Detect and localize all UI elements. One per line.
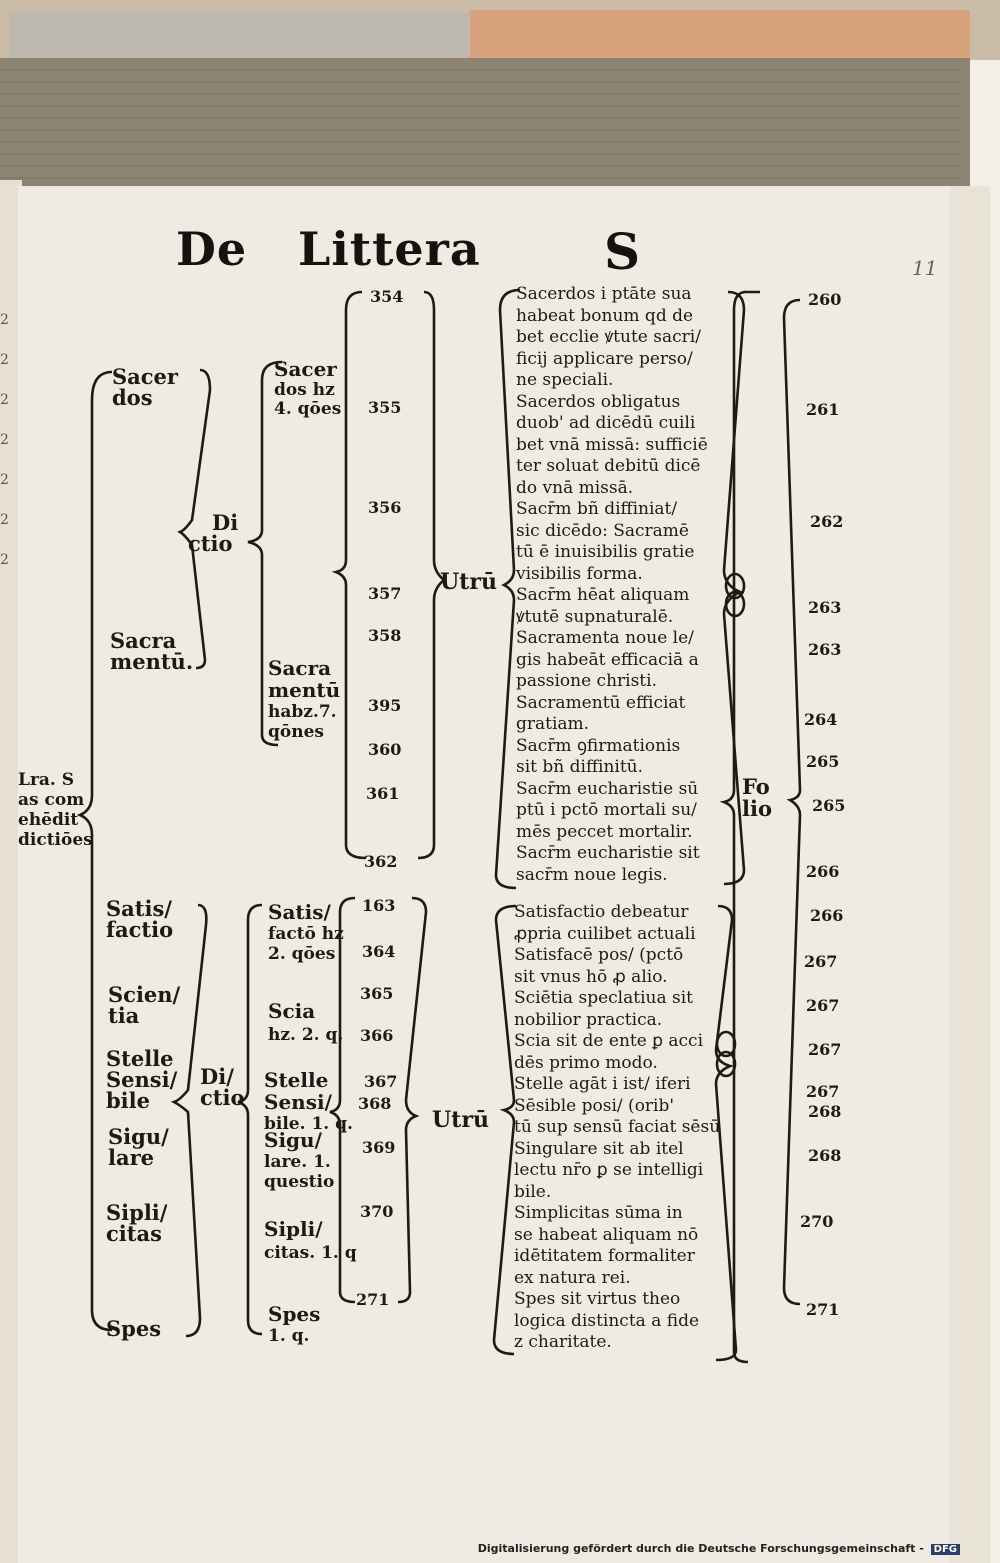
folio-num: 267 — [806, 1082, 840, 1101]
folio-num: 262 — [810, 512, 844, 531]
digitization-footer: Digitalisierung gefördert durch die Deut… — [478, 1542, 960, 1555]
col2-sigulare: Sigu/lare. 1.questio — [264, 1128, 335, 1192]
folio-num: 268 — [808, 1146, 842, 1165]
num-366: 366 — [360, 1026, 394, 1045]
num-369: 369 — [362, 1138, 396, 1157]
folio-num: 264 — [804, 710, 838, 729]
num-395: 395 — [368, 696, 402, 715]
folio-num: 268 — [808, 1102, 842, 1121]
num-356: 356 — [368, 498, 402, 517]
folio-num: 265 — [806, 752, 840, 771]
num-365: 365 — [360, 984, 394, 1003]
num-368: 368 — [358, 1094, 392, 1113]
folio-num: 263 — [808, 640, 842, 659]
dfg-logo: DFG — [930, 1544, 960, 1555]
col1-dictio-lower: Di/ctio — [200, 1064, 245, 1110]
col1-scientia: Scien/tia — [108, 982, 181, 1028]
num-362: 362 — [364, 852, 398, 871]
folio-num: 271 — [806, 1300, 840, 1319]
num-360: 360 — [368, 740, 402, 759]
num-370: 370 — [360, 1202, 394, 1221]
folio-num: 260 — [808, 290, 842, 309]
num-355: 355 — [368, 398, 402, 417]
utrum-upper: Utrū — [440, 569, 497, 595]
margin-folio-mark: 11 — [912, 256, 938, 280]
folio-num: 270 — [800, 1212, 834, 1231]
folio-num: 261 — [806, 400, 840, 419]
folio-num: 267 — [808, 1040, 842, 1059]
num-364: 364 — [362, 942, 396, 961]
col1-siplicitas: Sipli/citas — [106, 1200, 168, 1246]
num-367: 367 — [364, 1072, 398, 1091]
col1-satisfactio: Satis/factio — [106, 896, 174, 942]
num-163: 163 — [362, 896, 396, 915]
num-271-lower: 271 — [356, 1290, 390, 1309]
utrum-lower: Utrū — [432, 1107, 489, 1133]
folio-num: 263 — [808, 598, 842, 617]
page-heading-s: S — [604, 222, 642, 281]
num-354: 354 — [370, 287, 404, 306]
col1-spes: Spes — [106, 1316, 162, 1341]
num-358: 358 — [368, 626, 402, 645]
folio-num: 266 — [810, 906, 844, 925]
folio-num: 267 — [804, 952, 838, 971]
col2-siplicitas: Sipli/citas. 1. q — [264, 1217, 357, 1263]
num-357: 357 — [368, 584, 402, 603]
folio-num: 266 — [806, 862, 840, 881]
col1-sigulare: Sigu/lare — [108, 1124, 169, 1170]
folio-num: 267 — [806, 996, 840, 1015]
page-heading-littera: Littera — [298, 222, 481, 276]
page-heading-de: De — [176, 222, 248, 276]
num-361: 361 — [366, 784, 400, 803]
folio-num: 265 — [812, 796, 846, 815]
